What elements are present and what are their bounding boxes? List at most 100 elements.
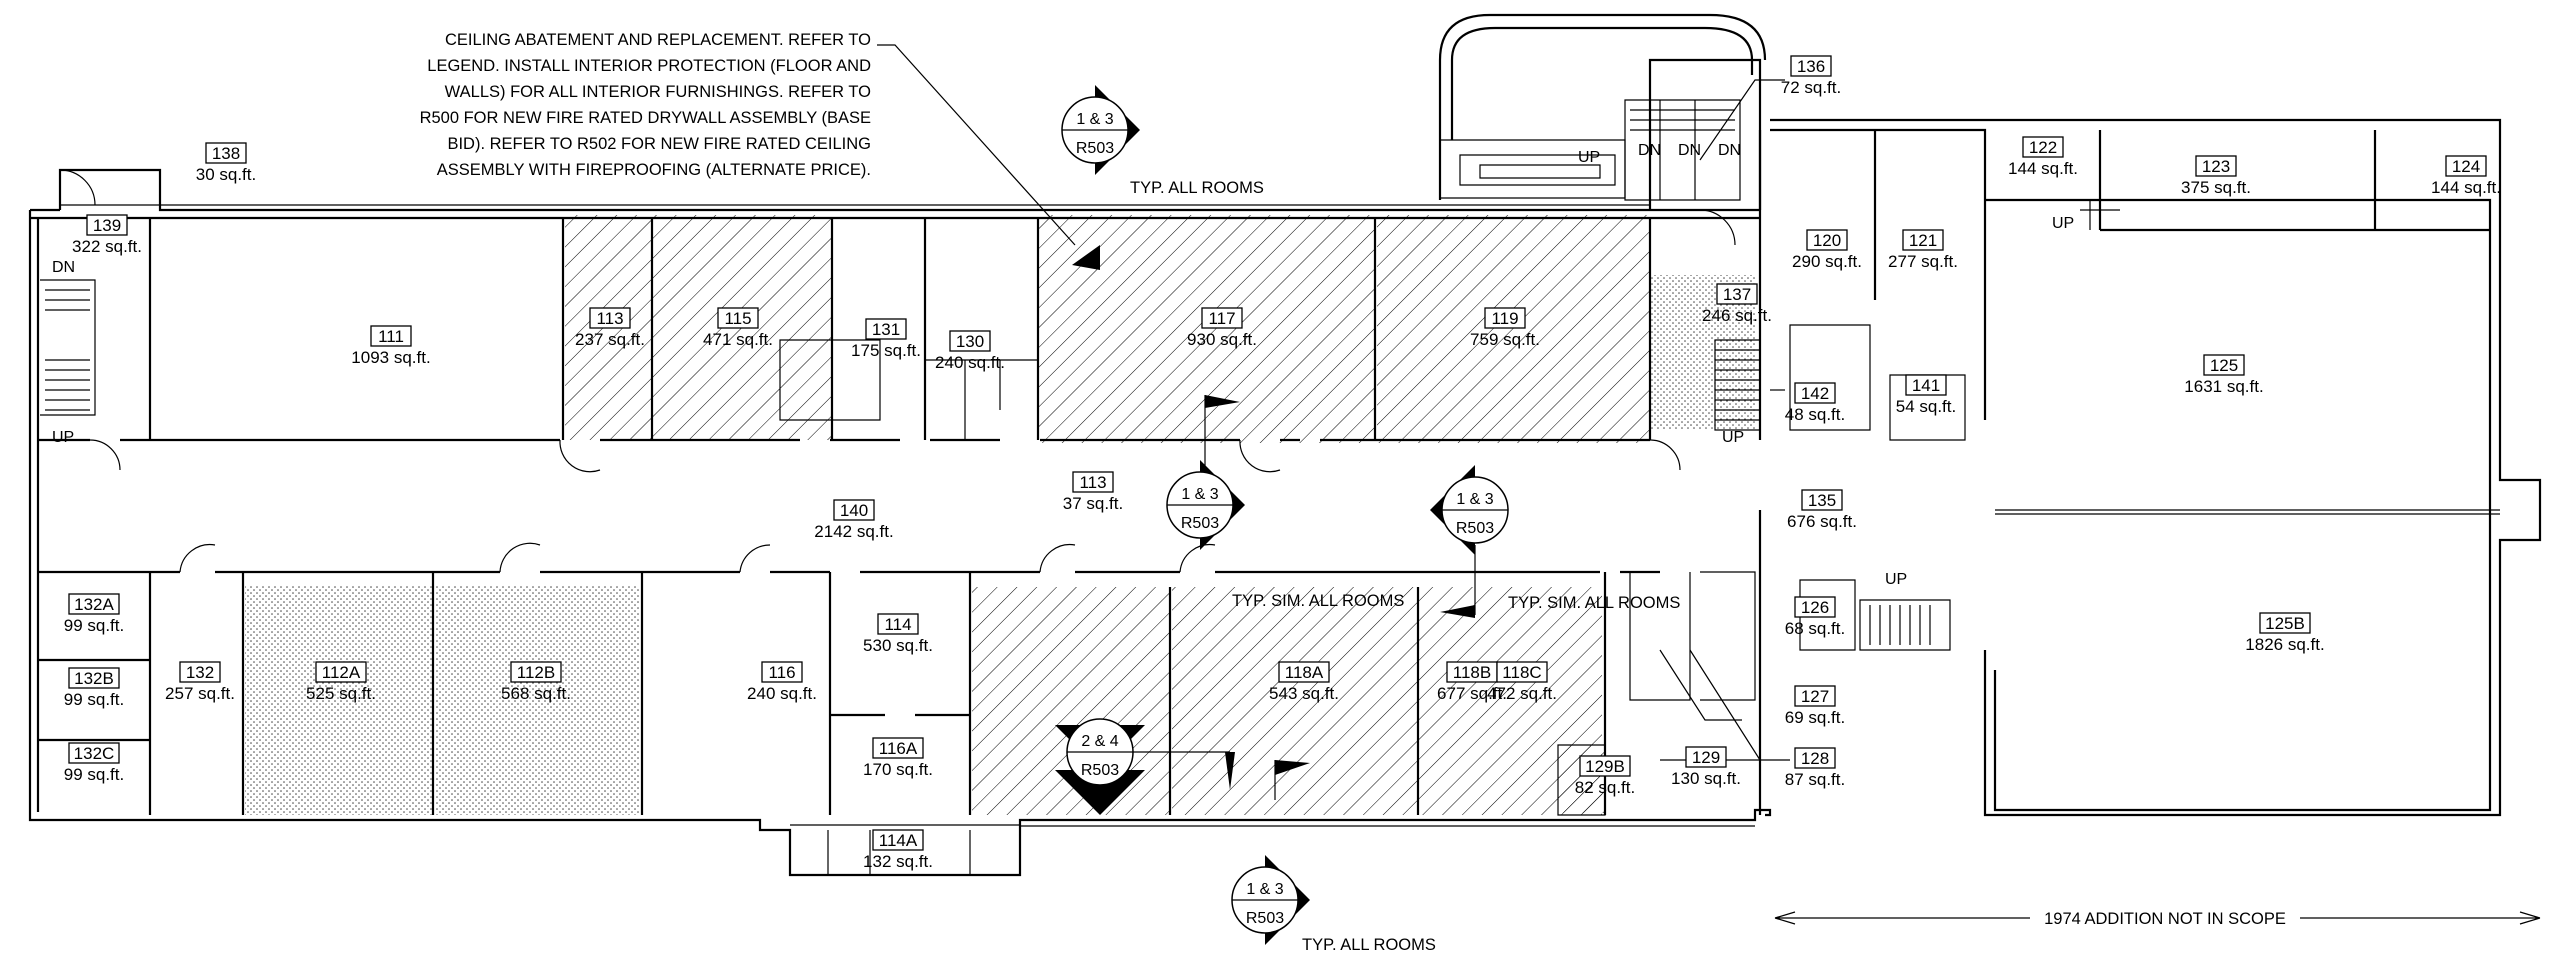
ceiling-note: CEILING ABATEMENT AND REPLACEMENT. REFER… <box>420 31 872 179</box>
room-area: 170 sq.ft. <box>863 760 933 779</box>
room-area: 99 sq.ft. <box>64 690 124 709</box>
room-number: 128 <box>1801 749 1829 768</box>
room-area: 1826 sq.ft. <box>2245 635 2324 654</box>
room-number-box <box>1072 471 1114 493</box>
room-number-box <box>2195 155 2237 177</box>
room-area: 471 sq.ft. <box>703 330 773 349</box>
room-number-box <box>1794 382 1836 404</box>
room-number: 123 <box>2202 157 2230 176</box>
stair-137 <box>1714 339 1761 431</box>
room-number: 132 <box>186 663 214 682</box>
room-number: 124 <box>2452 157 2480 176</box>
room-area: 240 sq.ft. <box>935 353 1005 372</box>
section-marker-4: 2 & 4 R503 <box>1055 718 1310 815</box>
section-5-top: 1 & 3 <box>1246 881 1283 898</box>
room-number-box <box>370 325 412 347</box>
room-number: 127 <box>1801 687 1829 706</box>
room-area: 290 sq.ft. <box>1792 252 1862 271</box>
room-number: 114 <box>884 615 911 634</box>
room-number-box <box>872 737 924 759</box>
room-number: 132B <box>74 669 114 688</box>
section-marker-1: 1 & 3 R503 <box>1061 85 1140 270</box>
stair-up-126: UP <box>1885 571 1907 588</box>
room-area: 68 sq.ft. <box>1785 619 1845 638</box>
room-area: 130 sq.ft. <box>1671 769 1741 788</box>
room-number-box <box>510 661 562 683</box>
room-number-box <box>1794 747 1836 769</box>
room-number-box <box>1790 55 1832 77</box>
room-number-box <box>68 667 120 689</box>
ceiling-note-line-5: BID). REFER TO R502 FOR NEW FIRE RATED C… <box>447 135 871 153</box>
room-number-box <box>1496 661 1548 683</box>
stair-dn-1: DN <box>1638 142 1661 159</box>
section-5-bottom: R503 <box>1246 910 1284 927</box>
room-area: 30 sq.ft. <box>196 165 256 184</box>
typ-all-rooms-north: TYP. ALL ROOMS <box>1130 179 1264 197</box>
door-swings <box>59 169 1736 573</box>
room-number-box <box>1794 596 1836 618</box>
room-area: 87 sq.ft. <box>1785 770 1845 789</box>
room-number-box <box>833 499 875 521</box>
stair-dn-2: DN <box>1678 142 1701 159</box>
addition-note: 1974 ADDITION NOT IN SCOPE <box>2044 910 2286 928</box>
room-area: 175 sq.ft. <box>851 341 921 360</box>
room-tag: 139 322 sq.ft. <box>72 214 142 256</box>
room-area: 1093 sq.ft. <box>351 348 430 367</box>
room-area: 37 sq.ft. <box>1063 494 1123 513</box>
building-walls <box>28 13 1772 877</box>
annotation-leaders <box>877 44 2541 925</box>
room-number: 140 <box>840 501 868 520</box>
room-number-box <box>717 307 759 329</box>
room-area: 525 sq.ft. <box>306 684 376 703</box>
section-2-bottom: R503 <box>1181 515 1219 532</box>
room-area: 48 sq.ft. <box>1785 405 1845 424</box>
room-number: 129 <box>1692 748 1720 767</box>
room-number: 118A <box>1285 663 1324 682</box>
room-number-box <box>1201 307 1243 329</box>
room-number-box <box>68 593 120 615</box>
room-area: 568 sq.ft. <box>501 684 571 703</box>
room-number-box <box>949 330 991 352</box>
stair-up-west: UP <box>52 429 74 446</box>
stair-dn-3: DN <box>1718 142 1741 159</box>
room-area: 322 sq.ft. <box>72 237 142 256</box>
room-number-box <box>1278 661 1330 683</box>
room-tag: 129 130 sq.ft. <box>1671 746 1741 788</box>
section-marker-5: 1 & 3 R503 <box>1231 855 1310 945</box>
room-area: 82 sq.ft. <box>1575 778 1635 797</box>
room-number: 141 <box>1912 376 1940 395</box>
typ-sim-all-rooms-east: TYP. SIM. ALL ROOMS <box>1508 594 1680 612</box>
room-area: 240 sq.ft. <box>747 684 817 703</box>
room-area: 930 sq.ft. <box>1187 330 1257 349</box>
ceiling-note-line-1: CEILING ABATEMENT AND REPLACEMENT. REFER… <box>445 31 871 49</box>
typ-all-rooms-south: TYP. ALL ROOMS <box>1302 936 1436 954</box>
room-number: 139 <box>93 216 121 235</box>
stair-up-137: UP <box>1722 429 1744 446</box>
room-area: 99 sq.ft. <box>64 616 124 635</box>
room-number: 131 <box>872 320 900 339</box>
room-number-box <box>589 307 631 329</box>
room-number: 126 <box>1801 598 1829 617</box>
room-number-box <box>179 661 221 683</box>
room-number-box <box>1685 746 1727 768</box>
room-number: 142 <box>1801 384 1829 403</box>
